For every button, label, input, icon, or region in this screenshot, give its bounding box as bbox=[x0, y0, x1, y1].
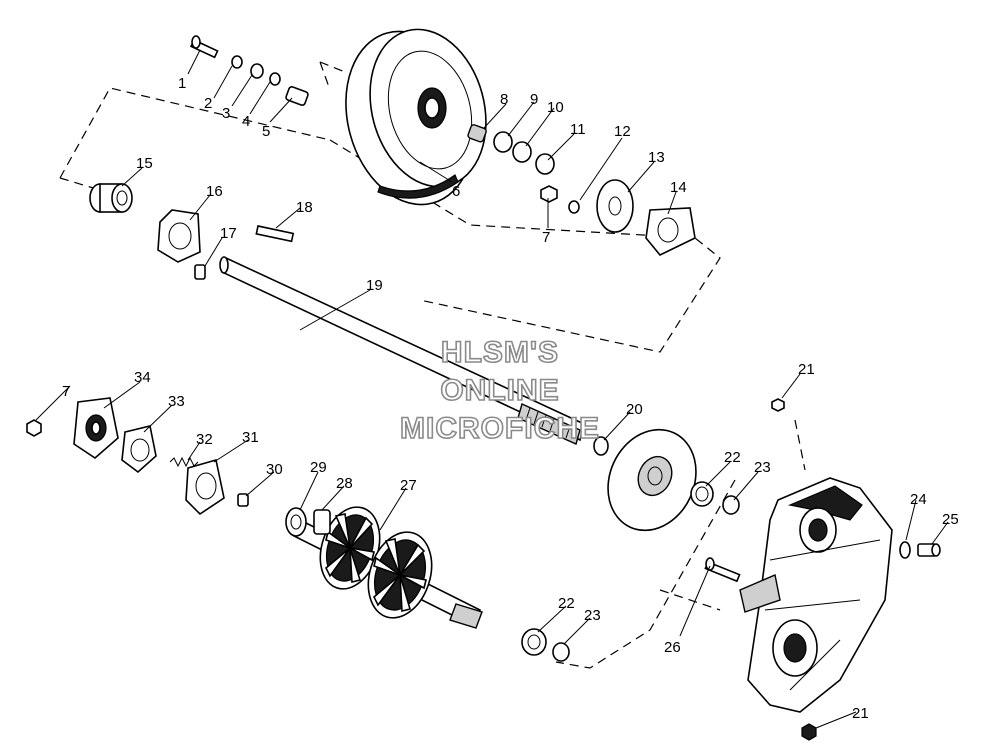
callout-31: 31 bbox=[242, 429, 259, 446]
bushing-5 bbox=[285, 86, 309, 106]
callout-16: 16 bbox=[206, 183, 223, 200]
flange-31 bbox=[185, 458, 225, 516]
nut-21-bottom bbox=[801, 723, 817, 741]
washer-12 bbox=[568, 200, 580, 214]
drive-pulley bbox=[345, 28, 487, 206]
key-18 bbox=[255, 225, 295, 243]
callout-15: 15 bbox=[136, 155, 153, 172]
bearing-flange-14 bbox=[645, 207, 696, 256]
washer-4 bbox=[269, 72, 281, 86]
callout-26: 26 bbox=[664, 639, 681, 656]
callout-33: 33 bbox=[168, 393, 185, 410]
ring-10 bbox=[512, 141, 532, 163]
callout-7-lower: 7 bbox=[62, 383, 70, 400]
callout-22-upper: 22 bbox=[724, 449, 741, 466]
callout-7-upper: 7 bbox=[542, 229, 550, 246]
bushing-30 bbox=[237, 493, 249, 507]
callout-23-lower: 23 bbox=[584, 607, 601, 624]
bushing-8 bbox=[467, 124, 487, 143]
nut-7-lower bbox=[26, 419, 42, 437]
bearing-29 bbox=[285, 507, 307, 537]
callout-32: 32 bbox=[196, 431, 213, 448]
seal-22-upper bbox=[690, 481, 714, 507]
callout-17: 17 bbox=[220, 225, 237, 242]
flange-16 bbox=[157, 209, 201, 263]
callout-14: 14 bbox=[670, 179, 687, 196]
callout-8: 8 bbox=[500, 91, 508, 108]
washer-3 bbox=[250, 63, 264, 79]
callout-9: 9 bbox=[530, 91, 538, 108]
lower-seals bbox=[521, 628, 570, 662]
plug-25 bbox=[917, 543, 941, 557]
bolt-26 bbox=[704, 557, 741, 583]
callout-1: 1 bbox=[178, 75, 186, 92]
callout-2: 2 bbox=[204, 95, 212, 112]
callout-29: 29 bbox=[310, 459, 327, 476]
watermark-line-2: ONLINE bbox=[440, 374, 559, 407]
nut-7-upper bbox=[540, 185, 558, 203]
driven-sprocket-area bbox=[593, 428, 740, 532]
shaft-19 bbox=[219, 256, 585, 445]
lower-flange-group bbox=[26, 397, 249, 516]
pulley-bearing-stack bbox=[467, 124, 634, 233]
brake-disc bbox=[607, 428, 697, 532]
bearing-flange-34 bbox=[73, 397, 119, 460]
callout-30: 30 bbox=[266, 461, 283, 478]
callout-11: 11 bbox=[570, 121, 586, 138]
seal-22-lower bbox=[521, 628, 547, 656]
callout-21-top: 21 bbox=[798, 361, 815, 378]
bearing-15 bbox=[89, 183, 133, 213]
washer-24 bbox=[899, 541, 911, 559]
callout-19: 19 bbox=[366, 277, 383, 294]
callout-10: 10 bbox=[547, 99, 564, 116]
callout-24: 24 bbox=[910, 491, 927, 508]
washer-2 bbox=[231, 55, 243, 69]
spacer-28 bbox=[313, 509, 331, 535]
screw-17 bbox=[194, 264, 206, 280]
callout-20: 20 bbox=[626, 401, 643, 418]
leader-lines bbox=[35, 49, 949, 729]
callout-23-upper: 23 bbox=[754, 459, 771, 476]
sprocket-right bbox=[367, 531, 433, 619]
callout-22-lower: 22 bbox=[558, 595, 575, 612]
spring-32 bbox=[169, 456, 199, 468]
chaincase-housing bbox=[739, 477, 893, 713]
callout-21-bottom: 21 bbox=[852, 705, 869, 722]
callout-5: 5 bbox=[262, 123, 270, 140]
callout-25: 25 bbox=[942, 511, 959, 528]
fasteners-21-24-25-26 bbox=[704, 398, 941, 741]
callout-13: 13 bbox=[648, 149, 665, 166]
callout-28: 28 bbox=[336, 475, 353, 492]
gasket-33 bbox=[121, 425, 157, 474]
flange-13 bbox=[596, 179, 634, 233]
left-bearing-group bbox=[89, 183, 295, 280]
callout-12: 12 bbox=[614, 123, 631, 140]
snap-ring-20 bbox=[593, 436, 609, 456]
callout-3: 3 bbox=[222, 105, 230, 122]
watermark-line-1: HLSM'S bbox=[441, 336, 559, 369]
watermark: HLSM'S ONLINE MICROFICHE bbox=[399, 335, 600, 446]
nut-21-top bbox=[771, 398, 785, 412]
o-ring-23-lower bbox=[552, 642, 570, 662]
bolt-1 bbox=[189, 35, 219, 59]
ring-9 bbox=[493, 131, 513, 153]
o-ring-23-upper bbox=[722, 495, 740, 515]
watermark-line-3: MICROFICHE bbox=[400, 412, 600, 445]
bolt-and-washers bbox=[189, 35, 309, 106]
callout-27: 27 bbox=[400, 477, 417, 494]
callout-34: 34 bbox=[134, 369, 151, 386]
callout-numbers: 1 2 3 4 5 6 7 8 9 10 11 12 13 14 15 16 1… bbox=[62, 75, 959, 722]
callout-18: 18 bbox=[296, 199, 313, 216]
track-drive-shaft bbox=[285, 506, 483, 629]
callout-6: 6 bbox=[452, 183, 460, 200]
callout-4: 4 bbox=[242, 113, 250, 130]
sprocket-left bbox=[319, 506, 381, 590]
